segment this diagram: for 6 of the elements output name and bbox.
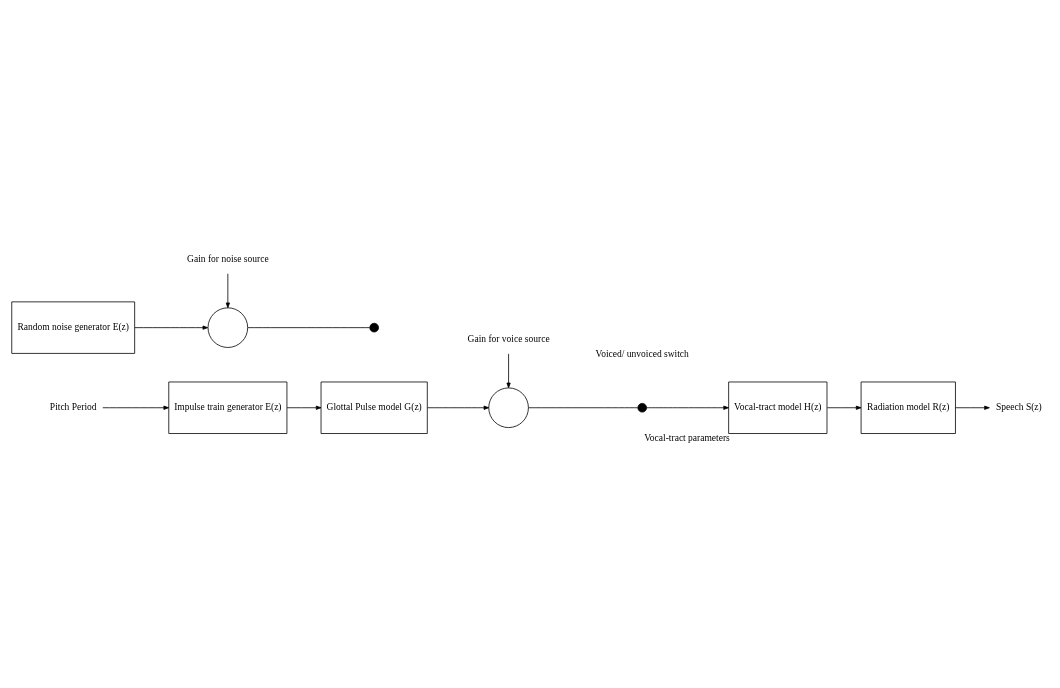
node-text: Gain for voice source xyxy=(467,333,550,344)
node-text: Pitch Period xyxy=(49,401,97,412)
label: Voiced/ unvoiced switch xyxy=(595,348,689,359)
node-label: Vocal-tract parameters xyxy=(644,432,730,443)
node-text: Gain for noise source xyxy=(187,253,269,264)
node-text: Speech S(z) xyxy=(996,401,1042,412)
